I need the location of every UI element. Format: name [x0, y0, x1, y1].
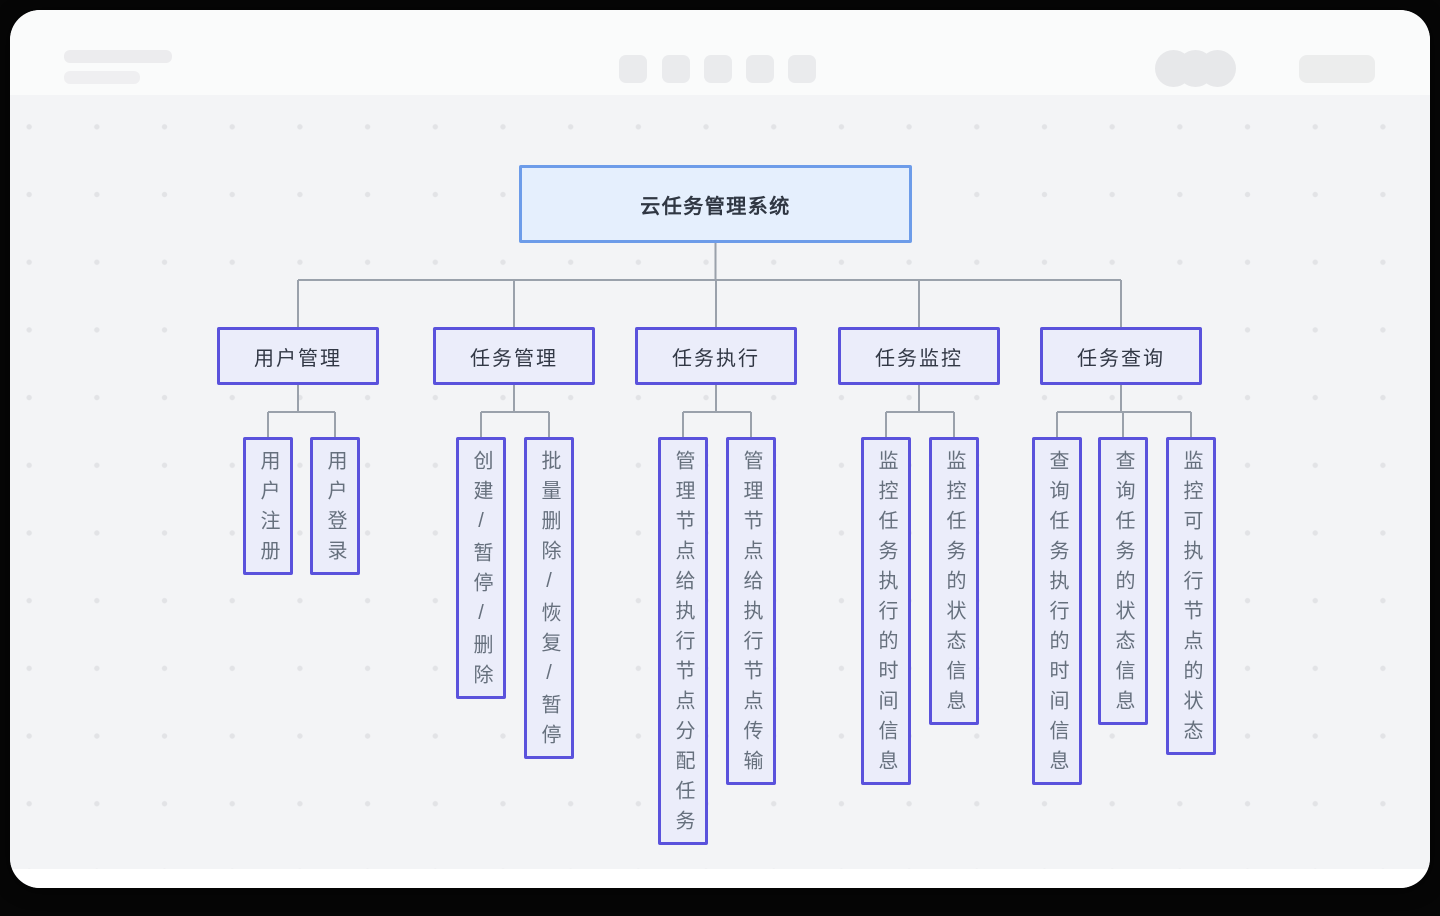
tool-button-placeholder[interactable] — [619, 55, 647, 83]
leaf-node-label: 监控任务的状态信息 — [943, 450, 965, 720]
branch-node[interactable]: 任务执行 — [635, 327, 797, 385]
leaf-node-label: 批量删除/恢复/暂停 — [538, 450, 560, 754]
avatar-placeholder — [1199, 50, 1236, 87]
leaf-node[interactable]: 监控任务的状态信息 — [929, 437, 979, 725]
leaf-node-label: 用户注册 — [257, 450, 279, 570]
connector-lines — [267, 243, 1192, 437]
title-skeleton-bar — [64, 50, 172, 63]
tool-button-placeholder[interactable] — [662, 55, 690, 83]
footer-strip — [10, 869, 1430, 888]
leaf-node-label: 监控可执行节点的状态 — [1180, 450, 1202, 750]
leaf-node[interactable]: 监控任务执行的时间信息 — [861, 437, 911, 785]
toolbar — [10, 10, 1430, 95]
leaf-node[interactable]: 管理节点给执行节点分配任务 — [658, 437, 708, 845]
diagram-canvas[interactable]: 云任务管理系统用户管理用户注册 用户登录 任务管理创建/暂停/删除 批量删除/恢复/暂… — [10, 95, 1430, 869]
tool-button-placeholder[interactable] — [788, 55, 816, 83]
leaf-node[interactable]: 查询任务执行的时间信息 — [1032, 437, 1082, 785]
leaf-node-label: 查询任务执行的时间信息 — [1046, 450, 1068, 780]
branch-node[interactable]: 任务监控 — [838, 327, 1000, 385]
leaf-node-label: 管理节点给执行节点分配任务 — [672, 450, 694, 840]
leaf-node-label: 监控任务执行的时间信息 — [875, 450, 897, 780]
leaf-node[interactable]: 创建/暂停/删除 — [456, 437, 506, 699]
branch-node[interactable]: 任务管理 — [433, 327, 595, 385]
leaf-node[interactable]: 用户登录 — [310, 437, 360, 575]
branch-node[interactable]: 任务查询 — [1040, 327, 1202, 385]
tool-button-placeholder[interactable] — [704, 55, 732, 83]
subtitle-skeleton-bar — [64, 71, 140, 84]
app-window: 云任务管理系统用户管理用户注册 用户登录 任务管理创建/暂停/删除 批量删除/恢复/暂… — [10, 10, 1430, 888]
primary-action-placeholder[interactable] — [1299, 55, 1375, 83]
leaf-node-label: 创建/暂停/删除 — [470, 450, 492, 694]
root-node[interactable]: 云任务管理系统 — [519, 165, 912, 243]
leaf-node-label: 查询任务的状态信息 — [1112, 450, 1134, 720]
leaf-node-label: 管理节点给执行节点传输 — [740, 450, 762, 780]
leaf-node[interactable]: 用户注册 — [243, 437, 293, 575]
leaf-node[interactable]: 管理节点给执行节点传输 — [726, 437, 776, 785]
leaf-node[interactable]: 查询任务的状态信息 — [1098, 437, 1148, 725]
tool-button-placeholder[interactable] — [746, 55, 774, 83]
branch-node[interactable]: 用户管理 — [217, 327, 379, 385]
leaf-node[interactable]: 监控可执行节点的状态 — [1166, 437, 1216, 755]
leaf-node[interactable]: 批量删除/恢复/暂停 — [524, 437, 574, 759]
leaf-node-label: 用户登录 — [324, 450, 346, 570]
